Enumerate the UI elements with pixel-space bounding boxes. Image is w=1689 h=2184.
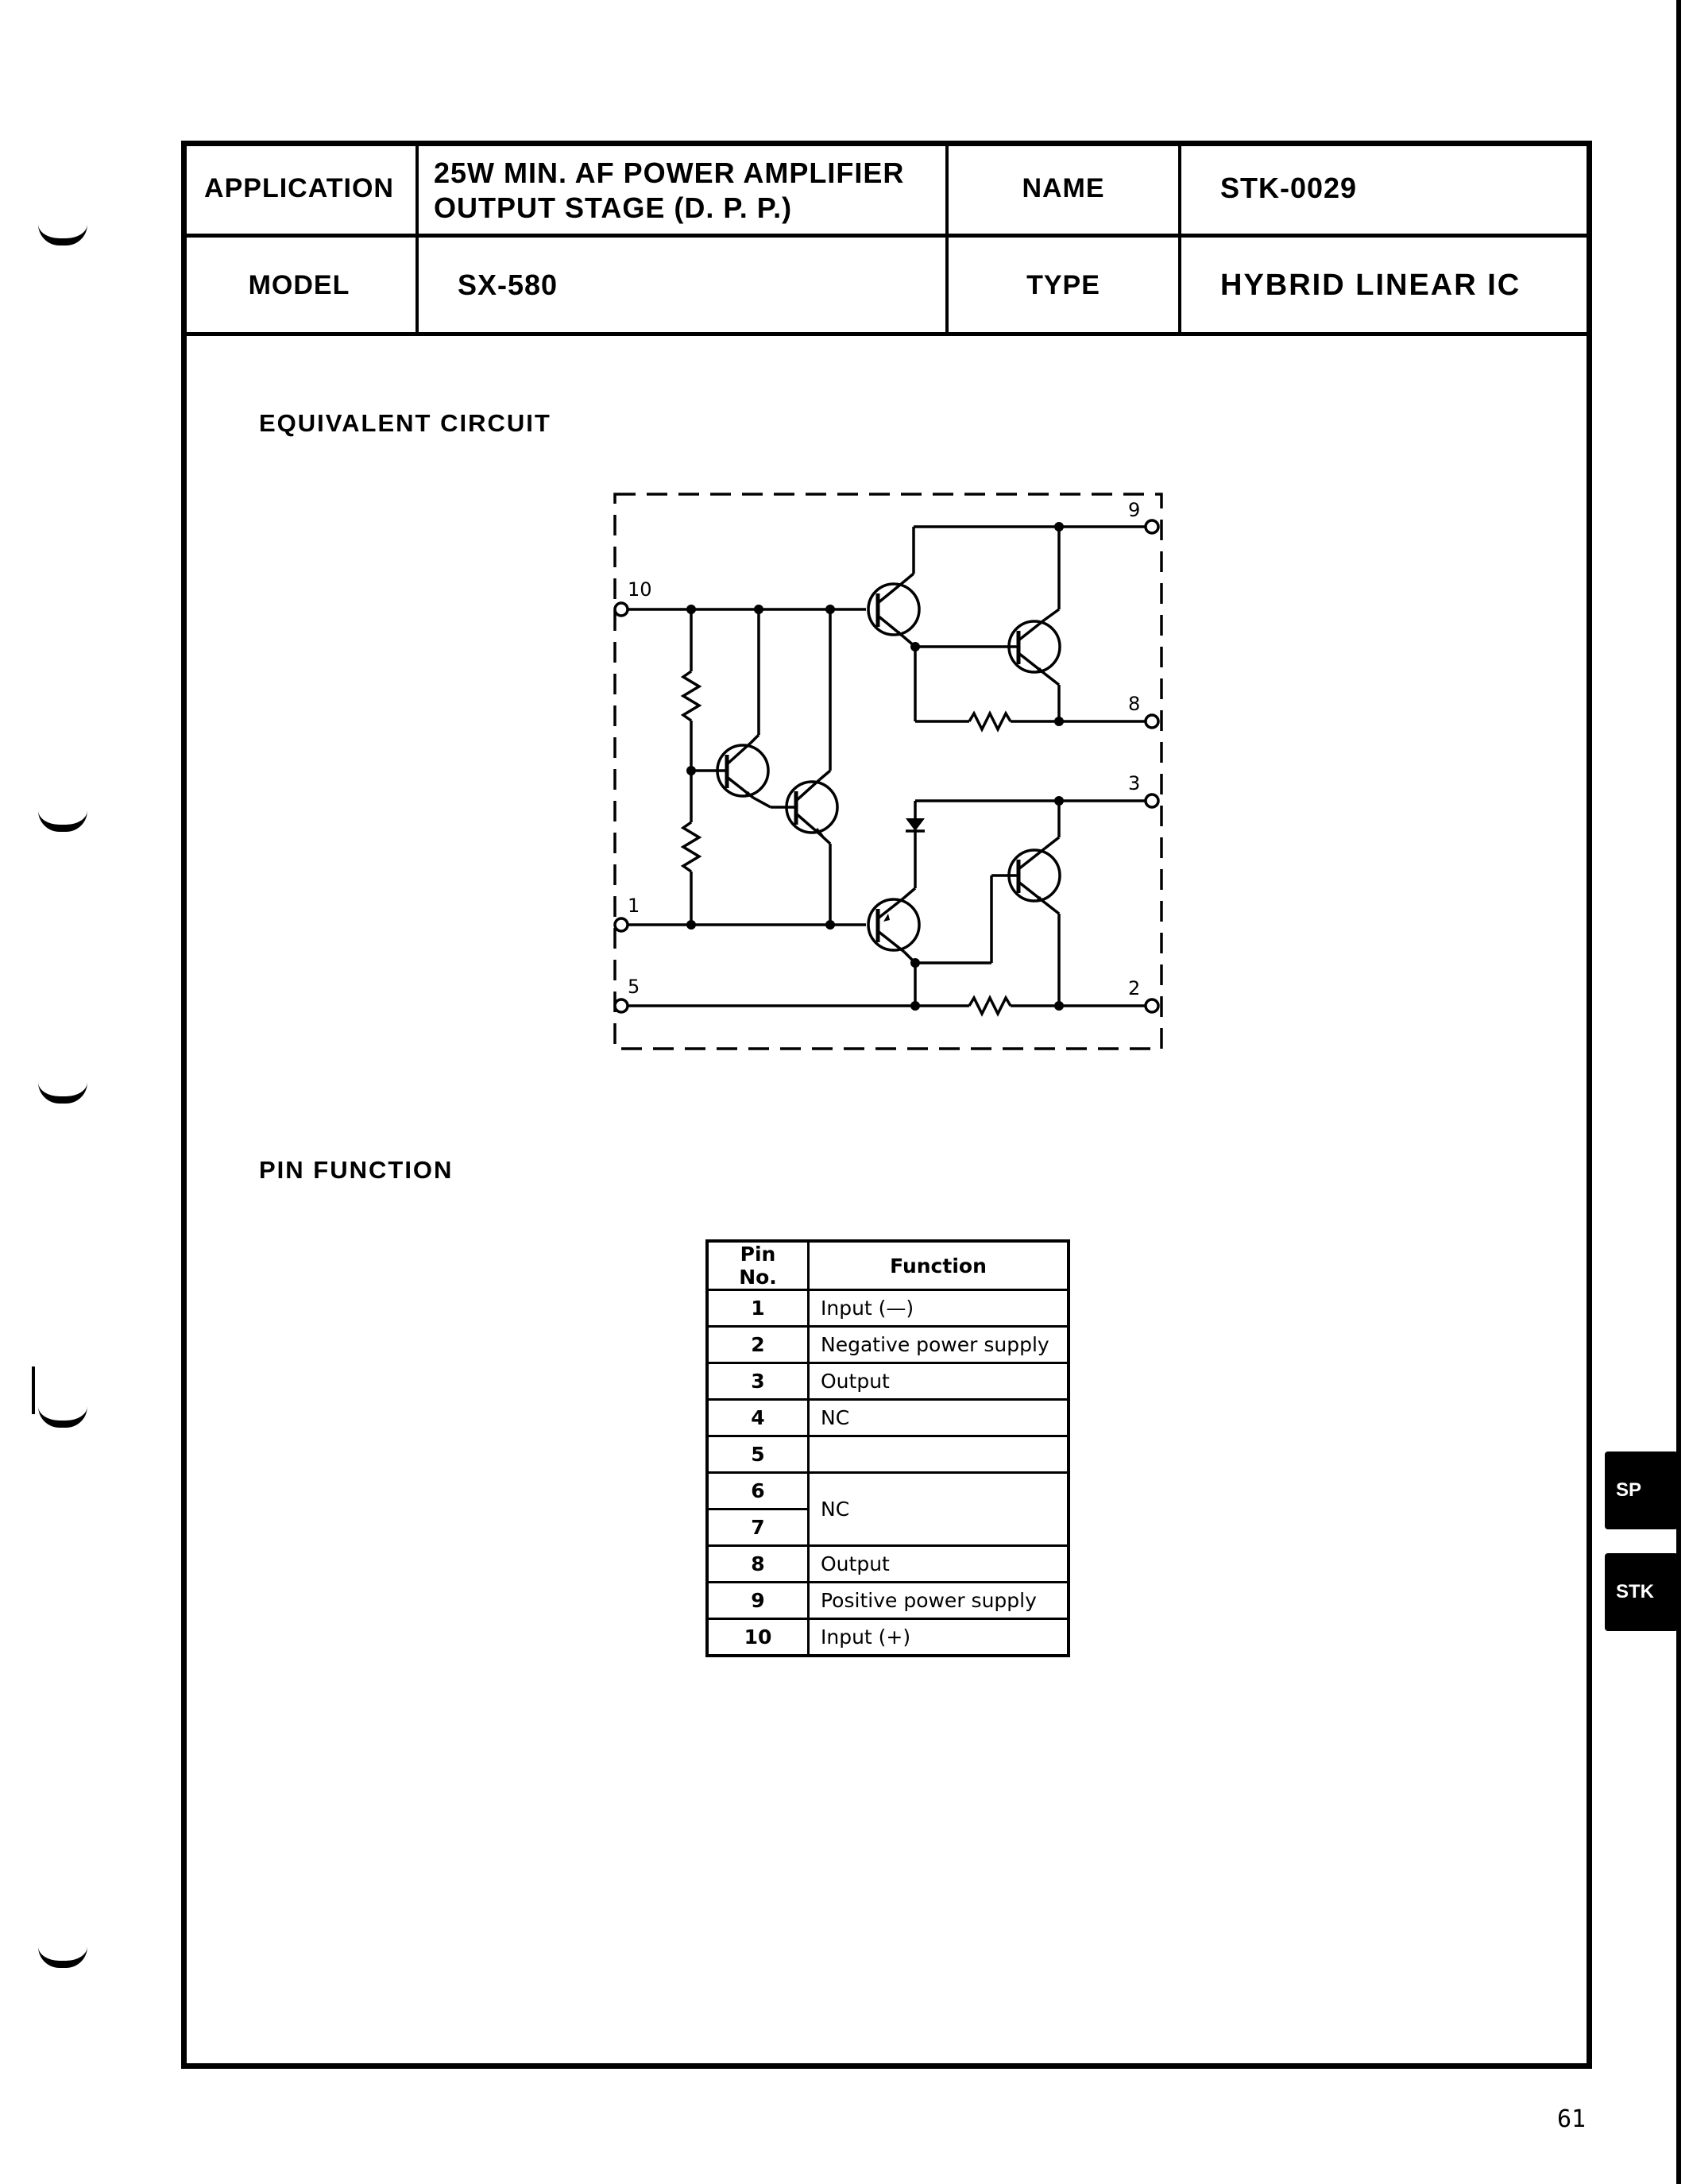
terminal-3	[1144, 793, 1160, 809]
pin-number: 6	[705, 1471, 810, 1510]
pin-function: Positive power supply	[807, 1581, 1070, 1620]
pin-function: Output	[807, 1362, 1070, 1401]
terminal-5	[613, 998, 629, 1014]
binder-mark	[38, 1946, 87, 1968]
pin-number: 7	[705, 1508, 810, 1547]
pin-number: 1	[705, 1289, 810, 1328]
terminal-2	[1144, 998, 1160, 1014]
pin-label-5: 5	[628, 976, 640, 998]
pin-label-2: 2	[1128, 977, 1140, 999]
pin-number: 2	[705, 1325, 810, 1364]
index-tab-sp[interactable]: SP	[1605, 1451, 1678, 1529]
module-outline	[613, 493, 1163, 1050]
equivalent-circuit-title: EQUIVALENT CIRCUIT	[259, 409, 551, 437]
divider	[181, 332, 1592, 336]
column-header-pin: Pin No.	[705, 1239, 810, 1291]
pin-function: Input (—)	[807, 1289, 1070, 1328]
pin-function: Negative power supply	[807, 1325, 1070, 1364]
diode	[906, 818, 925, 831]
page-number: 61	[1557, 2105, 1587, 2133]
terminal-1	[613, 917, 629, 933]
equivalent-circuit-diagram: 10 1 5 9 8 3 2	[613, 493, 1163, 1050]
model-label: MODEL	[248, 269, 350, 300]
pin-function: NC	[807, 1471, 1070, 1547]
binder-mark	[38, 810, 87, 832]
divider	[181, 234, 1592, 238]
pin-number: 4	[705, 1398, 810, 1437]
name-value: STK-0029	[1220, 172, 1358, 204]
pin-function: Output	[807, 1544, 1070, 1583]
page-edge	[1676, 0, 1681, 2184]
table-row: 7	[705, 1508, 1069, 1547]
pin-function	[807, 1435, 1070, 1474]
type-value: HYBRID LINEAR IC	[1220, 268, 1521, 302]
pin-number: 8	[705, 1544, 810, 1583]
name-label: NAME	[1022, 172, 1105, 203]
model-value: SX-580	[458, 269, 558, 301]
terminal-9	[1144, 519, 1160, 535]
pin-label-3: 3	[1128, 772, 1140, 794]
pin-label-9: 9	[1128, 499, 1140, 521]
application-value: 25W MIN. AF POWER AMPLIFIER OUTPUT STAGE…	[434, 147, 942, 234]
binder-mark	[32, 1366, 35, 1414]
pin-label-8: 8	[1128, 693, 1140, 715]
pin-function: NC	[807, 1398, 1070, 1437]
pin-label-1: 1	[628, 895, 640, 917]
binder-mark	[38, 224, 87, 245]
divider	[1178, 141, 1181, 336]
table-header-row: Pin No. Function	[705, 1239, 1070, 1291]
table-row: 5	[705, 1435, 1070, 1474]
application-label: APPLICATION	[204, 172, 394, 203]
pin-number: 3	[705, 1362, 810, 1401]
index-tab-stk[interactable]: STK	[1605, 1553, 1678, 1631]
pin-label-10: 10	[628, 578, 652, 601]
header-table: APPLICATION 25W MIN. AF POWER AMPLIFIER …	[181, 141, 1592, 336]
binder-mark	[38, 1406, 87, 1428]
application-value-line1: 25W MIN. AF POWER AMPLIFIER	[434, 157, 905, 189]
pin-number: 9	[705, 1581, 810, 1620]
column-header-function: Function	[807, 1239, 1070, 1291]
pin-function-title: PIN FUNCTION	[259, 1156, 454, 1184]
pin-number: 5	[705, 1435, 810, 1474]
pin-number: 10	[705, 1618, 810, 1657]
page-frame	[181, 141, 1592, 2069]
pin-function: Input (+)	[807, 1618, 1070, 1657]
terminal-10	[613, 601, 629, 617]
binder-mark	[38, 1082, 87, 1104]
terminal-8	[1144, 713, 1160, 729]
page-edge-mark	[1678, 1355, 1681, 1428]
divider	[415, 141, 419, 336]
application-value-line2: OUTPUT STAGE (D. P. P.)	[434, 191, 793, 224]
type-label: TYPE	[1026, 269, 1100, 300]
divider	[945, 141, 949, 336]
